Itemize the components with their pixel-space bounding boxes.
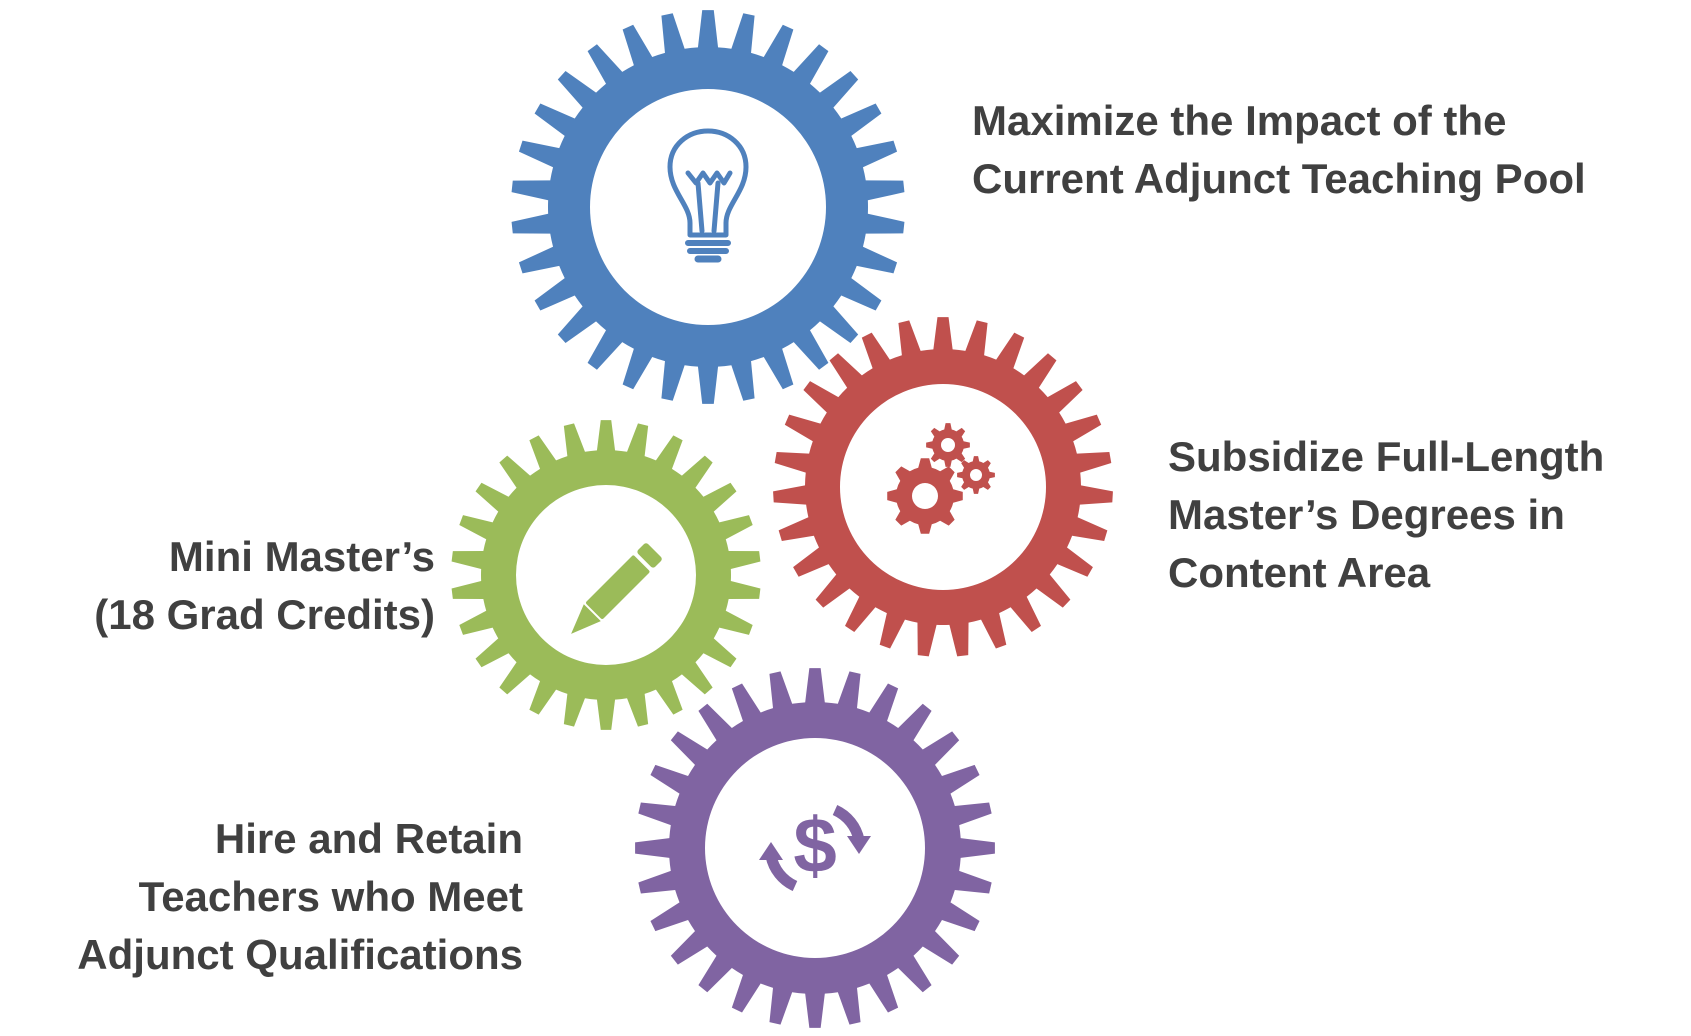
label-line: (18 Grad Credits) [94,591,435,638]
label-maximize-impact: Maximize the Impact of the Current Adjun… [972,92,1586,208]
gear-hire: $ [635,668,995,1028]
label-line: Subsidize Full-Length [1168,433,1605,480]
gear-mini [451,420,761,730]
label-hire-retain: Hire and Retain Teachers who Meet Adjunc… [77,810,523,984]
label-line: Content Area [1168,549,1431,596]
label-line: Maximize the Impact of the [972,97,1507,144]
dollar-cycle-icon: $ [759,801,871,892]
svg-text:$: $ [793,801,836,889]
gear-subsidize [773,317,1113,657]
pencil-icon [571,543,662,634]
lightbulb-icon [667,128,749,263]
label-line: Mini Master’s [168,533,435,580]
label-line: Adjunct Qualifications [77,931,523,978]
label-line: Current Adjunct Teaching Pool [972,155,1586,202]
label-subsidize-masters: Subsidize Full-Length Master’s Degrees i… [1168,428,1604,602]
label-mini-masters: Mini Master’s (18 Grad Credits) [94,528,435,644]
gear-impact [511,10,905,404]
label-line: Teachers who Meet [138,873,523,920]
label-line: Master’s Degrees in [1168,491,1565,538]
label-line: Hire and Retain [214,815,523,862]
gears-icon [887,423,995,534]
